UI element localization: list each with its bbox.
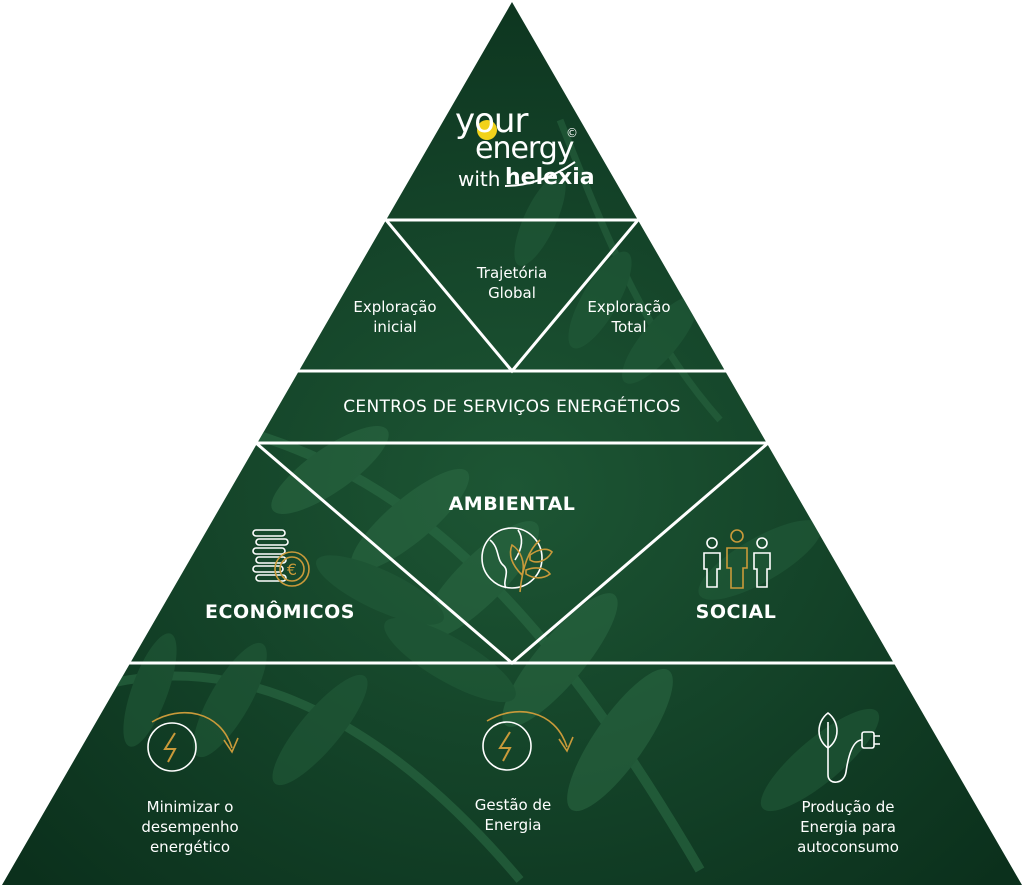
logo-swoosh bbox=[504, 161, 576, 187]
label-ambiental: AMBIENTAL bbox=[448, 493, 576, 515]
energy-cycle-icon-left bbox=[147, 711, 239, 772]
svg-text:€: € bbox=[287, 560, 297, 579]
logo-sun-dot bbox=[477, 120, 497, 140]
label-social: SOCIAL bbox=[695, 601, 777, 623]
tier4-inverted-triangle bbox=[251, 441, 773, 665]
people-icon bbox=[703, 529, 771, 589]
label-exploracao-total: Exploração Total bbox=[587, 298, 671, 336]
logo-with: with bbox=[458, 167, 501, 191]
label-minimizar: Minimizar o desempenho energético bbox=[141, 798, 239, 856]
label-trajetoria-global: Trajetória Global bbox=[476, 264, 548, 302]
logo-energy: energy bbox=[475, 131, 575, 166]
fern-texture bbox=[58, 118, 880, 883]
tier2-inverted-triangle bbox=[382, 218, 642, 374]
energy-cycle-icon-center bbox=[482, 710, 574, 771]
leaf-plug-icon bbox=[818, 711, 880, 783]
label-economicos: ECONÔMICOS bbox=[205, 601, 355, 623]
globe-leaf-icon bbox=[481, 527, 554, 593]
logo-brand: helexia bbox=[505, 165, 595, 190]
label-producao: Produção de Energia para autoconsumo bbox=[797, 798, 899, 856]
label-exploracao-inicial: Exploração inicial bbox=[353, 298, 437, 336]
label-gestao-energia: Gestão de Energia bbox=[474, 796, 552, 834]
label-centros-servicos: CENTROS DE SERVIÇOS ENERGÉTICOS bbox=[343, 397, 681, 417]
logo-copyright: © bbox=[566, 126, 578, 140]
logo-your: your bbox=[455, 101, 528, 141]
euro-coins-icon: € bbox=[252, 529, 310, 587]
